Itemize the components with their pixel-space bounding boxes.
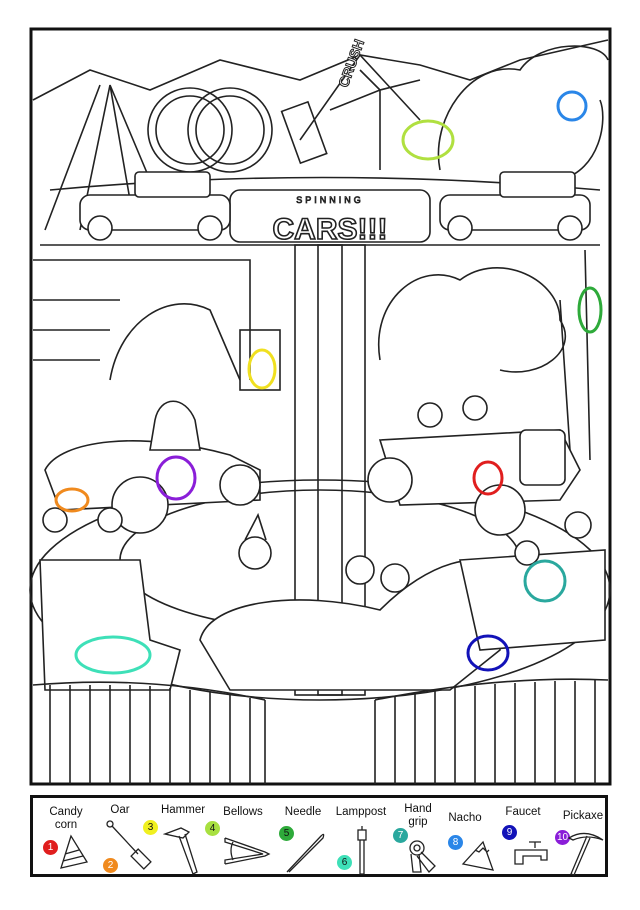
answer-markers [54, 90, 603, 675]
hand-grip-icon [409, 840, 436, 873]
legend-label: Lamppost [335, 806, 387, 818]
legend-number: 6 [337, 855, 352, 870]
legend-label: Nacho [448, 812, 482, 824]
answer-circle-needle[interactable] [577, 286, 603, 334]
legend-item-lamppost: Lamppost 6 [335, 798, 390, 876]
answer-circle-candy-corn[interactable] [472, 460, 504, 496]
legend-item-candy-corn: Candy corn 1 [41, 798, 91, 876]
legend-number: 7 [393, 828, 408, 843]
legend-number: 10 [555, 830, 570, 845]
legend-item-faucet: Faucet 9 [501, 798, 551, 876]
answer-circle-hand-grip[interactable] [523, 559, 567, 603]
center-pole [294, 244, 366, 696]
legend-label: Hammer [160, 804, 206, 816]
legend-item-bellows: Bellows 4 [203, 798, 273, 876]
legend-label: Bellows [223, 806, 263, 818]
legend-label: Oar [110, 804, 130, 816]
nacho-icon [461, 840, 494, 871]
legend-item-pickaxe: Pickaxe 10 [553, 798, 608, 876]
legend-number: 9 [502, 825, 517, 840]
answer-circle-nacho[interactable] [556, 90, 588, 122]
legend-number: 1 [43, 840, 58, 855]
legend-item-hammer: Hammer 3 [143, 798, 206, 876]
hammer-icon [163, 827, 198, 875]
sign-top-text: SPINNING [296, 195, 364, 205]
scene-frame [29, 27, 612, 786]
answer-circle-lamppost[interactable] [74, 635, 152, 675]
legend-item-hand-grip: Hand grip 7 [393, 798, 441, 876]
needle-icon [286, 833, 325, 873]
trees [377, 45, 609, 461]
legend-label: Faucet [505, 806, 541, 818]
carousel-canopy: SPINNING CARS!!! [40, 171, 601, 247]
find-items-legend: Candy corn 1 Oar 2 Hammer 3 Bellows 4 Ne… [30, 795, 608, 877]
sign-main-text: CARS!!! [273, 213, 388, 246]
answer-circle-bellows[interactable] [401, 119, 455, 161]
crush-ride: CRUSH [280, 37, 421, 170]
fence [32, 678, 609, 784]
bellows-icon [224, 837, 271, 865]
faucet-icon [514, 841, 548, 865]
background-building [33, 259, 281, 391]
legend-number: 4 [205, 821, 220, 836]
answer-circle-pickaxe[interactable] [155, 455, 197, 501]
legend-label: Pickaxe [562, 810, 604, 822]
oar-icon [106, 820, 152, 870]
answer-circle-oar[interactable] [54, 487, 90, 513]
answer-circle-faucet[interactable] [466, 634, 510, 672]
legend-number: 5 [279, 826, 294, 841]
candy-corn-icon [60, 834, 89, 869]
legend-number: 8 [448, 835, 463, 850]
background-mountains [32, 39, 609, 141]
canopy-car-right [439, 171, 591, 241]
legend-label: Needle [284, 806, 322, 818]
legend-label: Hand grip [404, 803, 432, 828]
legend-item-needle: Needle 5 [273, 798, 328, 876]
legend-number: 2 [103, 858, 118, 873]
legend-number: 3 [143, 820, 158, 835]
answer-circle-hammer[interactable] [247, 348, 277, 390]
legend-item-nacho: Nacho 8 [443, 798, 498, 876]
cars-and-riders [39, 395, 606, 691]
canopy-car-left [79, 171, 231, 241]
pickaxe-icon [567, 832, 604, 876]
legend-label: Candy corn [49, 806, 83, 831]
lamppost-icon [357, 826, 367, 875]
legend-item-oar: Oar 2 [98, 798, 152, 876]
